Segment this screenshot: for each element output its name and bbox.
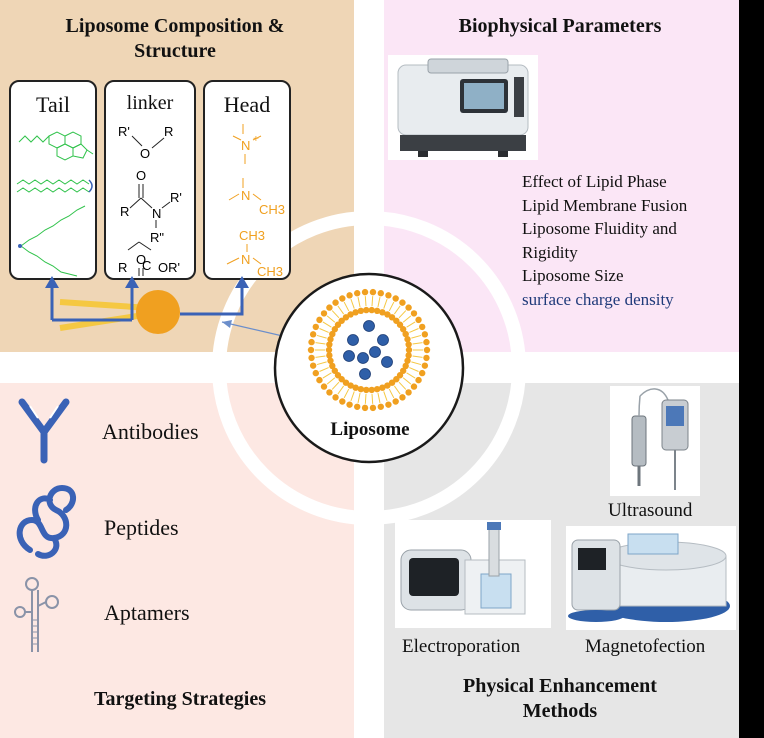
linker3-r: R	[118, 260, 127, 275]
head1-n: N	[241, 138, 250, 153]
biophysical-param-list: Effect of Lipid Phase Lipid Membrane Fus…	[522, 170, 687, 311]
linker2-r: R	[120, 204, 129, 219]
targeting-title: Targeting Strategies	[93, 688, 266, 710]
aptamer-icon	[14, 577, 59, 652]
param-size: Liposome Size	[522, 266, 624, 285]
composition-title-line1: Liposome Composition &	[65, 15, 285, 37]
linker2-o: O	[136, 168, 146, 183]
param-surface-charge: surface charge density	[522, 289, 674, 309]
linker3-c: C	[142, 258, 151, 273]
param-rigidity: Rigidity	[522, 242, 578, 262]
magnetofection-label: Magnetofection	[585, 636, 706, 657]
magnetofection-device-icon	[566, 526, 736, 630]
head3-n: N	[241, 252, 250, 267]
physical-title: Physical Enhancement Methods	[400, 674, 720, 724]
head3-ch3a: CH3	[239, 228, 265, 243]
tail-structures-icon	[16, 131, 94, 277]
antibody-icon	[18, 398, 70, 464]
ultrasound-device-icon	[610, 386, 700, 496]
liposome-label: Liposome	[330, 419, 410, 440]
antibodies-label: Antibodies	[102, 419, 199, 444]
param-lipid-phase: Effect of Lipid Phase	[522, 172, 667, 191]
targeting-panel	[0, 383, 354, 738]
peptides-label: Peptides	[104, 515, 179, 540]
physical-title-line2: Methods	[522, 700, 598, 722]
aptamers-label: Aptamers	[104, 600, 190, 625]
lipid-bilayer	[307, 288, 431, 412]
composition-title-line2: Structure	[134, 40, 216, 62]
lipid-schematic-icon	[45, 276, 301, 341]
linker2-r2: R"	[150, 230, 164, 245]
head-box: Head N + N CH3 CH3 N CH3	[203, 80, 291, 280]
linker-structures-icon: R' O R O R N R' R" O	[118, 124, 182, 276]
composition-title: Liposome Composition & Structure	[20, 14, 330, 64]
linker2-n: N	[152, 206, 161, 221]
cargo-molecules	[343, 320, 393, 380]
tail-box: Tail	[9, 80, 97, 280]
linker-box: linker R' O R O R N R' R" O	[104, 80, 196, 280]
head1-plus: +	[253, 134, 259, 145]
head-structures-icon: N + N CH3 CH3 N CH3	[226, 124, 285, 279]
tail-label: Tail	[36, 92, 70, 117]
ultrasound-label: Ultrasound	[608, 500, 693, 521]
param-membrane-fusion: Lipid Membrane Fusion	[522, 195, 688, 215]
linker1-o: O	[140, 146, 150, 161]
head2-n: N	[241, 188, 250, 203]
liposome-diagram	[273, 272, 465, 464]
linker3-o: O	[136, 252, 146, 267]
linker1-r: R	[164, 124, 173, 139]
ester-group-icon: R C OR'	[118, 241, 180, 275]
biophysical-title: Biophysical Parameters	[458, 15, 662, 37]
head-label: Head	[223, 92, 271, 117]
param-fluidity: Liposome Fluidity and	[522, 219, 677, 238]
right-border-bar	[739, 0, 764, 738]
physical-title-line1: Physical Enhancement	[463, 675, 657, 697]
spectrometer-icon	[388, 55, 538, 160]
linker2-r1: R'	[170, 190, 182, 205]
linker-label: linker	[126, 92, 174, 114]
linker3-or: OR'	[158, 260, 180, 275]
linker1-r1: R'	[118, 124, 130, 139]
electroporation-label: Electroporation	[402, 636, 521, 657]
electroporator-icon	[395, 520, 551, 628]
head2-ch3: CH3	[259, 202, 285, 217]
peptide-icon	[16, 484, 76, 559]
head3-ch3b: CH3	[257, 264, 283, 279]
